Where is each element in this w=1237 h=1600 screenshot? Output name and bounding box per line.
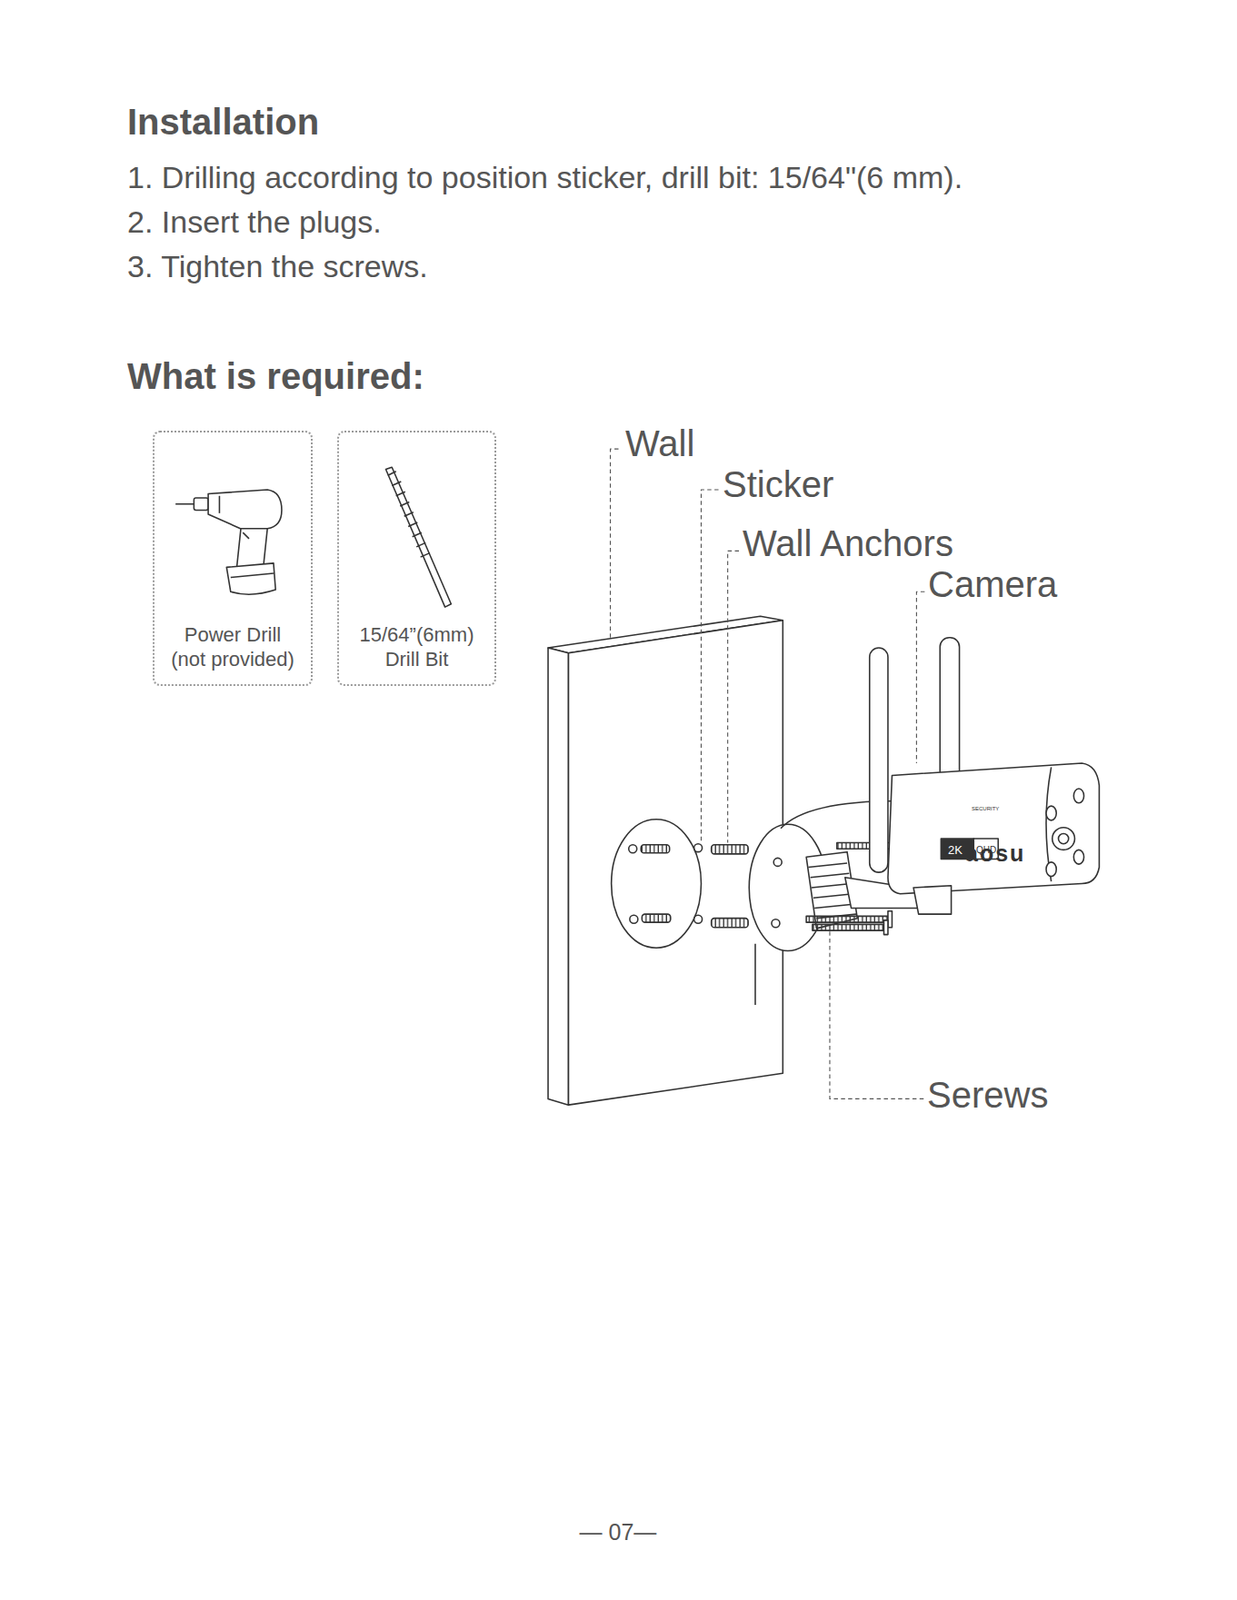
- part-label: Sticker: [722, 466, 834, 503]
- part-label: Serews: [927, 1077, 1048, 1114]
- page-title: Installation: [127, 103, 320, 140]
- power-drill-icon: [175, 489, 282, 595]
- tool-caption: Power Drill: [184, 623, 281, 648]
- resolution-badge: QHD: [976, 846, 997, 856]
- step-text: 1. Drilling according to position sticke…: [127, 161, 963, 193]
- step-text: 2. Insert the plugs.: [127, 206, 382, 238]
- cable: [754, 944, 757, 1006]
- page-number: — 07—: [579, 1521, 658, 1545]
- tool-caption: (not provided): [170, 648, 295, 672]
- part-label: Wall: [625, 425, 695, 462]
- wall-slab: [548, 616, 783, 1106]
- part-label: Camera: [927, 566, 1058, 603]
- drill-bit-icon: [385, 467, 451, 608]
- wall-anchors: [711, 845, 749, 928]
- tool-caption: Drill Bit: [385, 648, 449, 672]
- tool-caption: 15/64”(6mm): [359, 623, 475, 648]
- tool-box: Power Drill(not provided): [152, 430, 313, 687]
- camera-body: [887, 763, 1099, 915]
- brand-tag: SECURITY: [971, 806, 999, 812]
- part-label: Wall Anchors: [742, 525, 954, 562]
- resolution-badge: 2K: [947, 844, 963, 857]
- position-sticker: [611, 819, 703, 948]
- section-heading: What is required:: [127, 358, 425, 395]
- step-text: 3. Tighten the screws.: [127, 250, 429, 282]
- tool-box: 15/64”(6mm)Drill Bit: [337, 430, 497, 687]
